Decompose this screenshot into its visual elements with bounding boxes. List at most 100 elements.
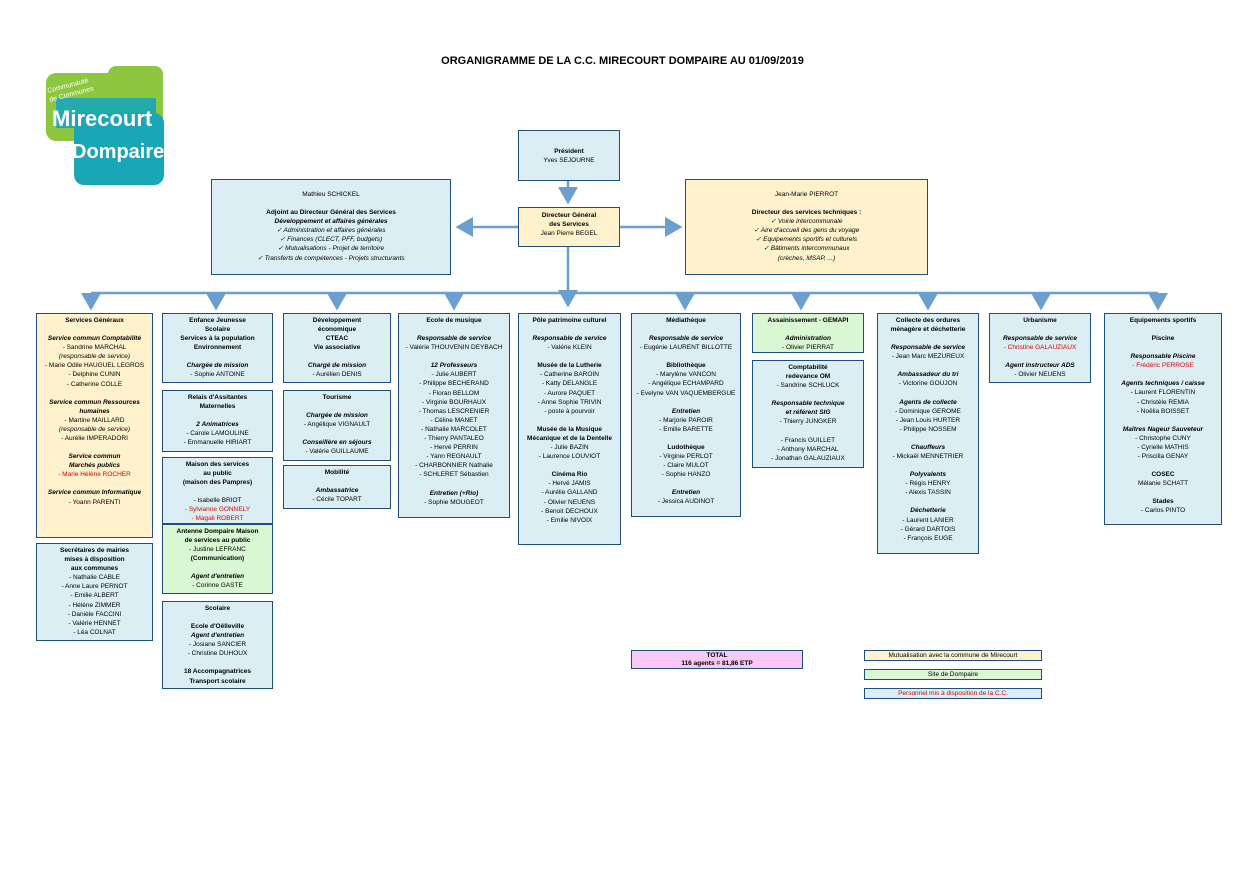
mirecourt-dompaire-logo: Communauté de Communes Mirecourt Dompair… — [46, 66, 164, 185]
box-line — [880, 389, 976, 398]
box-line: Responsable de service — [1002, 335, 1078, 343]
box-line — [1107, 325, 1219, 334]
box-line: - Valérie KLEIN — [547, 344, 592, 352]
box-line: - Cécile TOPART — [312, 496, 362, 504]
box-line: - Jean Marc MEZUREUX — [891, 353, 965, 361]
box-line — [401, 325, 507, 334]
box-line: - Virginie BOURHAUX — [421, 398, 487, 406]
box-line: - Sandrine SCHLUCK — [776, 382, 840, 390]
box-line — [165, 411, 270, 420]
box-line: - Catherine COLLE — [66, 380, 123, 388]
box-line: - Floran BELLOM — [428, 389, 480, 397]
box-line: de services au public — [184, 537, 251, 545]
box-line: - poste à pourvoir — [544, 407, 595, 415]
box-line: Entretien — [671, 489, 701, 497]
box-line — [1107, 416, 1219, 425]
legend-site-dompaire: Site de Dompaire — [864, 669, 1042, 680]
box-line — [39, 479, 150, 488]
box-line: Ecole d'Oëlleville — [190, 623, 245, 631]
box-line — [1107, 343, 1219, 352]
box-line: Agent d'entretien — [190, 573, 245, 581]
box-line: - Carlos PINTO — [1140, 507, 1186, 515]
box-line: - Cyrielle MATHIS — [1137, 443, 1189, 451]
box-line: - Francis GUILLET — [780, 436, 836, 444]
box-line: Maison des services — [185, 461, 250, 468]
box-line — [880, 434, 976, 443]
box-line: - Thierry JUNGKER — [779, 418, 837, 426]
legend-personnel: Personnel mis à disposition de la C.C. — [864, 688, 1042, 699]
box-line: et référent SIG — [785, 409, 831, 417]
box-line: - CHARBONNIER Nathalie — [415, 462, 493, 470]
tech-director-box: Jean-Marie PIERROT Directeur des service… — [685, 179, 928, 275]
adjoint-item: ✓ Administration et affaires générales — [276, 227, 386, 235]
box-line: mises à disposition — [64, 556, 125, 564]
box-line: - Philippe NOSSEM — [899, 425, 957, 433]
box-line: - Olivier NEUENS — [543, 498, 596, 506]
box-line: Scolaire — [204, 605, 231, 612]
box-line: - Sophie MOUGEOT — [424, 498, 484, 506]
box-line: (Communication) — [190, 555, 245, 563]
box-line — [1107, 370, 1219, 379]
box-line: - Aurore PAQUET — [543, 389, 596, 397]
box-line — [165, 352, 270, 361]
box-line: Assainissement - GEMAPI — [767, 317, 849, 324]
box-line: - Magali ROBERT — [191, 515, 244, 523]
box-line: - Nathalie CABLE — [69, 574, 120, 582]
box-line: - Dominique GEROME — [895, 407, 961, 415]
box-line: Agents techniques / caisse — [1121, 380, 1205, 388]
box-line: Chargée de mission — [186, 362, 249, 370]
total-value: 116 agents = 81,86 ETP — [681, 659, 753, 667]
box-line: Responsable technique — [771, 400, 845, 408]
techdir-item: ✓ Bâtiments intercommunaux — [763, 245, 850, 253]
box-line: Cinéma Rio — [551, 471, 588, 479]
box-line: - Delphine CUNIN — [68, 371, 121, 379]
box-line: - Hervé JAMIS — [548, 480, 591, 488]
box-line: - Jessica AUDINOT — [657, 498, 715, 506]
box-line: Stades — [1152, 498, 1174, 506]
box-line — [286, 352, 388, 361]
box-line: (responsable de service) — [58, 425, 131, 433]
box-line — [521, 461, 618, 470]
box-line — [165, 613, 270, 622]
box-line: Chauffeurs — [910, 443, 946, 451]
box-line: Services à la population — [180, 335, 255, 343]
box-line: Entretien — [671, 407, 701, 415]
box-line: - Jonathan GALAUZIAUX — [771, 454, 845, 462]
box-line: Conseillère en séjours — [302, 439, 372, 447]
box-line: - SCHLERET Sébastien — [419, 471, 489, 479]
box-line — [521, 416, 618, 425]
box-line: Secrétaires de mairies — [59, 547, 130, 554]
box-line: - Justine LEFRANC — [189, 546, 246, 554]
total-label: TOTAL — [706, 652, 728, 659]
dgs-box: Directeur Général des Services Jean Pier… — [518, 207, 620, 247]
box-line: - Julie BAZIN — [550, 444, 589, 452]
box-line — [521, 352, 618, 361]
box-line — [1107, 461, 1219, 470]
box-line: Agent instructeur ADS — [1005, 362, 1075, 370]
box-line — [286, 402, 388, 411]
box-line: - Evelyne VAN VAQUEMBERGUE — [636, 389, 736, 397]
box-line — [634, 398, 738, 407]
box-line: Ludothèque — [667, 443, 705, 451]
box-line: - Catherine BAROIN — [540, 371, 599, 379]
box-line — [992, 325, 1088, 334]
box-line: Transport scolaire — [189, 677, 246, 685]
box-line: - Anne Sophie TRIVIN — [537, 398, 602, 406]
box-line: - Isabelle BRIOT — [193, 497, 242, 505]
box-line — [634, 434, 738, 443]
box-line: - Alexis TASSIN — [905, 489, 951, 497]
box-line: Service commun Comptabilité — [47, 335, 142, 343]
box-line: - Martine MAILLARD — [64, 416, 125, 424]
box-line: - Christophe CUNY — [1135, 434, 1191, 442]
box-line: - Julie AUBERT — [431, 371, 477, 379]
box-line — [634, 325, 738, 334]
box-line: Entretien (+Rio) — [429, 489, 479, 497]
dgs-title-2: des Services — [549, 221, 589, 229]
box-line: Service commun — [68, 453, 121, 461]
